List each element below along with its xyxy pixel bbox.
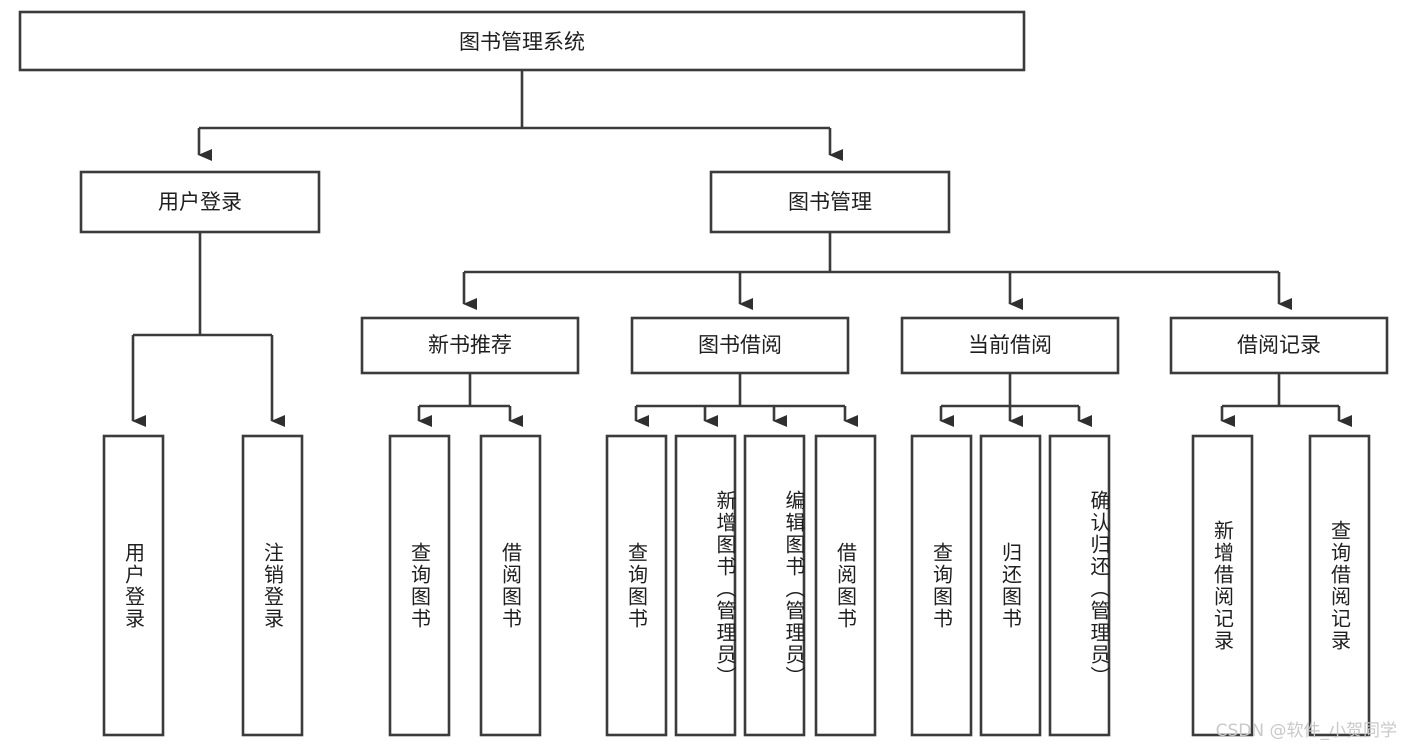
node-user-login-box[interactable] <box>79 170 321 234</box>
leaf-label-book-borrow-4: 借阅图书 <box>833 541 858 630</box>
node-borrow-record-box[interactable] <box>1169 316 1389 375</box>
leaf-label-current-borrow-1: 查询图书 <box>929 541 954 630</box>
leaf-label-current-borrow-3: 确认归还（管理员） <box>1087 489 1111 688</box>
leaf-box-borrow-record-1[interactable] <box>1191 434 1254 737</box>
leaf-label-new-book-2: 借阅图书 <box>498 541 523 630</box>
node-root-box[interactable] <box>18 10 1026 72</box>
leaf-box-book-borrow-4[interactable] <box>814 434 877 737</box>
node-current-borrow-label: 当前借阅 <box>968 333 1052 357</box>
node-book-borrow-label: 图书借阅 <box>698 333 782 357</box>
leaf-label-user-login-1: 用户登录 <box>121 541 146 630</box>
node-new-book-recommend-label: 新书推荐 <box>428 333 512 357</box>
node-book-manage-label: 图书管理 <box>788 190 872 214</box>
leaf-box-book-borrow-3[interactable] <box>743 434 806 737</box>
leaf-label-book-borrow-2: 新增图书（管理员） <box>713 489 737 688</box>
leaf-label-new-book-1: 查询图书 <box>407 541 432 630</box>
leaf-box-book-borrow-1[interactable] <box>605 434 668 737</box>
node-new-book-recommend-box[interactable] <box>360 316 580 375</box>
node-current-borrow-box[interactable] <box>900 316 1120 375</box>
node-root-label: 图书管理系统 <box>459 30 585 54</box>
leaf-box-current-borrow-1[interactable] <box>910 434 973 737</box>
leaf-box-current-borrow-2[interactable] <box>979 434 1042 737</box>
leaf-label-borrow-record-1: 新增借阅记录 <box>1210 519 1235 652</box>
leaf-label-borrow-record-2: 查询借阅记录 <box>1327 519 1352 652</box>
leaf-label-book-borrow-1: 查询图书 <box>624 541 649 630</box>
leaf-box-user-login-2[interactable] <box>241 434 304 737</box>
leaf-label-current-borrow-2: 归还图书 <box>998 541 1023 630</box>
leaf-box-new-book-2[interactable] <box>479 434 542 737</box>
leaf-box-current-borrow-3[interactable] <box>1048 434 1111 737</box>
watermark-text: CSDN @软件_小贺同学 <box>1215 721 1397 741</box>
leaf-box-new-book-1[interactable] <box>388 434 451 737</box>
node-borrow-record-label: 借阅记录 <box>1237 333 1321 357</box>
leaf-box-user-login-1[interactable] <box>102 434 165 737</box>
leaf-box-book-borrow-2[interactable] <box>674 434 737 737</box>
node-book-borrow-box[interactable] <box>630 316 850 375</box>
leaf-box-borrow-record-2[interactable] <box>1308 434 1371 737</box>
leaf-label-user-login-2: 注销登录 <box>260 541 285 630</box>
node-user-login-label: 用户登录 <box>158 190 242 214</box>
leaf-label-book-borrow-3: 编辑图书（管理员） <box>782 489 806 688</box>
